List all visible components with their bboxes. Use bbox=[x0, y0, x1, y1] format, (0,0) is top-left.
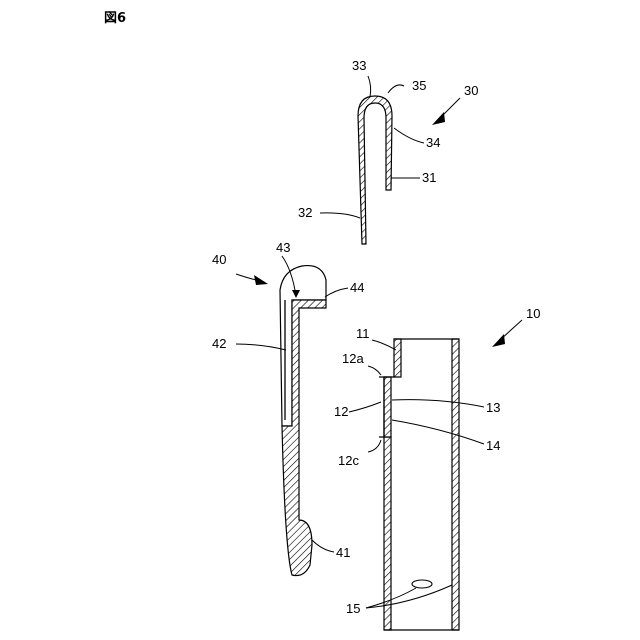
label-12c: 12c bbox=[338, 453, 359, 468]
label-30: 30 bbox=[464, 83, 478, 98]
label-43: 43 bbox=[276, 240, 290, 255]
label-10: 10 bbox=[526, 306, 540, 321]
component-10-tube bbox=[379, 339, 459, 630]
label-15: 15 bbox=[346, 601, 360, 616]
label-32: 32 bbox=[298, 205, 312, 220]
label-33: 33 bbox=[352, 58, 366, 73]
label-31: 31 bbox=[422, 170, 436, 185]
label-41: 41 bbox=[336, 545, 350, 560]
component-40-body bbox=[280, 266, 326, 576]
label-12: 12 bbox=[334, 404, 348, 419]
component-30-clip bbox=[358, 96, 392, 244]
label-34: 34 bbox=[426, 135, 440, 150]
label-35: 35 bbox=[412, 78, 426, 93]
label-44: 44 bbox=[350, 280, 364, 295]
label-40: 40 bbox=[212, 252, 226, 267]
label-12a: 12a bbox=[342, 351, 364, 366]
label-14: 14 bbox=[486, 438, 500, 453]
label-42: 42 bbox=[212, 336, 226, 351]
label-11: 11 bbox=[356, 326, 370, 341]
figure-title: 図6 bbox=[104, 11, 126, 26]
label-13: 13 bbox=[486, 400, 500, 415]
